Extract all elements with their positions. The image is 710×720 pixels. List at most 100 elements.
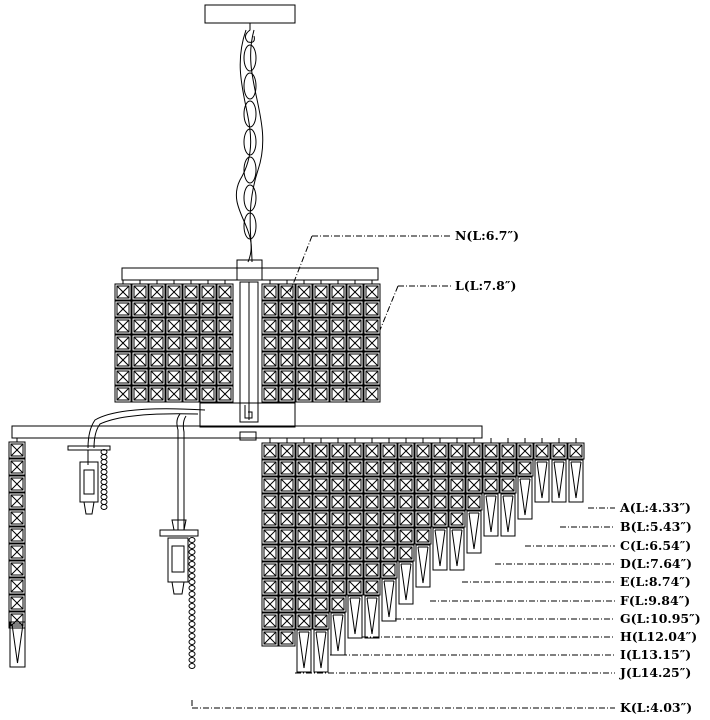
crystal-bead xyxy=(8,577,26,595)
crystal-bead xyxy=(314,353,328,367)
crystal-prism xyxy=(456,529,463,567)
crystal-bead xyxy=(414,459,432,477)
crystal-bead xyxy=(448,442,466,460)
pull-chain xyxy=(188,543,196,549)
crystal-bead xyxy=(312,527,330,545)
crystal-bead xyxy=(363,459,381,477)
crystal-bead xyxy=(329,385,347,403)
crystal-bead xyxy=(201,302,215,316)
crystal-bead xyxy=(297,302,311,316)
crystal-bead xyxy=(348,444,362,458)
crystal-bead xyxy=(10,579,24,593)
crystal-bead xyxy=(331,563,345,577)
crystal-bead xyxy=(331,444,345,458)
crystal-bead xyxy=(165,334,183,352)
crystal-bead xyxy=(280,302,294,316)
crystal-bead xyxy=(10,545,24,559)
crystal-bead xyxy=(314,495,328,509)
crystal-bead xyxy=(261,629,279,647)
crystal-bead xyxy=(167,353,181,367)
crystal-bead xyxy=(116,387,130,401)
crystal-bead xyxy=(8,594,26,612)
crystal-bead xyxy=(365,370,379,384)
crystal-bead xyxy=(329,459,347,477)
crystal-bead xyxy=(314,529,328,543)
hanging-hook xyxy=(244,23,255,43)
crystal-bead xyxy=(263,302,277,316)
crystal-prism xyxy=(451,529,458,567)
crystal-bead xyxy=(280,563,294,577)
crystal-bead xyxy=(365,336,379,350)
crystal-bead xyxy=(297,387,311,401)
pull-chain xyxy=(100,474,108,480)
crystal-bead xyxy=(148,385,166,403)
crystal-prism xyxy=(313,629,329,673)
crystal-bead xyxy=(263,285,277,299)
ceiling-canopy xyxy=(204,4,296,24)
crystal-bead xyxy=(10,528,24,542)
crystal-bead xyxy=(382,563,396,577)
crystal-bead xyxy=(10,613,24,627)
crystal-prism xyxy=(500,493,516,537)
crystal-bead xyxy=(263,495,277,509)
crystal-prism xyxy=(354,597,361,635)
crystal-prism xyxy=(490,495,497,533)
crystal-bead xyxy=(184,336,198,350)
crystal-bead xyxy=(182,300,200,318)
crystal-bead xyxy=(399,512,413,526)
crystal-prism xyxy=(432,527,448,571)
crystal-bead xyxy=(363,493,381,511)
crystal-bead xyxy=(348,387,362,401)
crystal-bead xyxy=(297,597,311,611)
crystal-bead xyxy=(331,302,345,316)
crystal-bead xyxy=(114,300,132,318)
crystal-bead xyxy=(278,510,296,528)
crystal-bead xyxy=(280,319,294,333)
crystal-bead xyxy=(348,285,362,299)
crystal-bead xyxy=(297,478,311,492)
crystal-bead xyxy=(312,385,330,403)
crystal-bead xyxy=(280,285,294,299)
crystal-bead xyxy=(280,353,294,367)
crystal-bead xyxy=(295,578,313,596)
crystal-bead xyxy=(263,495,277,509)
crystal-bead xyxy=(297,353,311,367)
crystal-bead xyxy=(365,478,379,492)
crystal-bead xyxy=(399,444,413,458)
crystal-bead xyxy=(382,563,396,577)
crystal-bead xyxy=(182,385,200,403)
crystal-bead xyxy=(218,285,232,299)
crystal-bead xyxy=(552,444,566,458)
crystal-bead xyxy=(263,546,277,560)
crystal-bead xyxy=(399,495,413,509)
crystal-bead xyxy=(261,544,279,562)
crystal-prism xyxy=(400,563,407,601)
crystal-bead xyxy=(278,300,296,318)
crystal-bead xyxy=(297,529,311,543)
crystal-bead xyxy=(165,385,183,403)
crystal-bead xyxy=(348,495,362,509)
crystal-bead xyxy=(467,495,481,509)
crystal-bead xyxy=(263,444,277,458)
crystal-bead xyxy=(397,442,415,460)
crystal-bead xyxy=(363,561,381,579)
crystal-bead xyxy=(184,285,198,299)
crystal-bead xyxy=(263,563,277,577)
crystal-bead xyxy=(331,461,345,475)
crystal-prism xyxy=(364,595,380,639)
crystal-bead xyxy=(467,444,481,458)
crystal-bead xyxy=(450,495,464,509)
crystal-bead xyxy=(133,302,147,316)
crystal-bead xyxy=(382,495,396,509)
crystal-bead xyxy=(263,478,277,492)
bulb-socket xyxy=(79,461,99,503)
crystal-bead xyxy=(278,385,296,403)
crystal-bead xyxy=(280,631,294,645)
crystal-bead xyxy=(8,492,26,510)
crystal-bead xyxy=(280,370,294,384)
crystal-bead xyxy=(133,370,147,384)
crystal-bead xyxy=(467,444,481,458)
crystal-bead xyxy=(365,495,379,509)
pull-chain xyxy=(188,615,196,621)
crystal-bead xyxy=(348,478,362,492)
